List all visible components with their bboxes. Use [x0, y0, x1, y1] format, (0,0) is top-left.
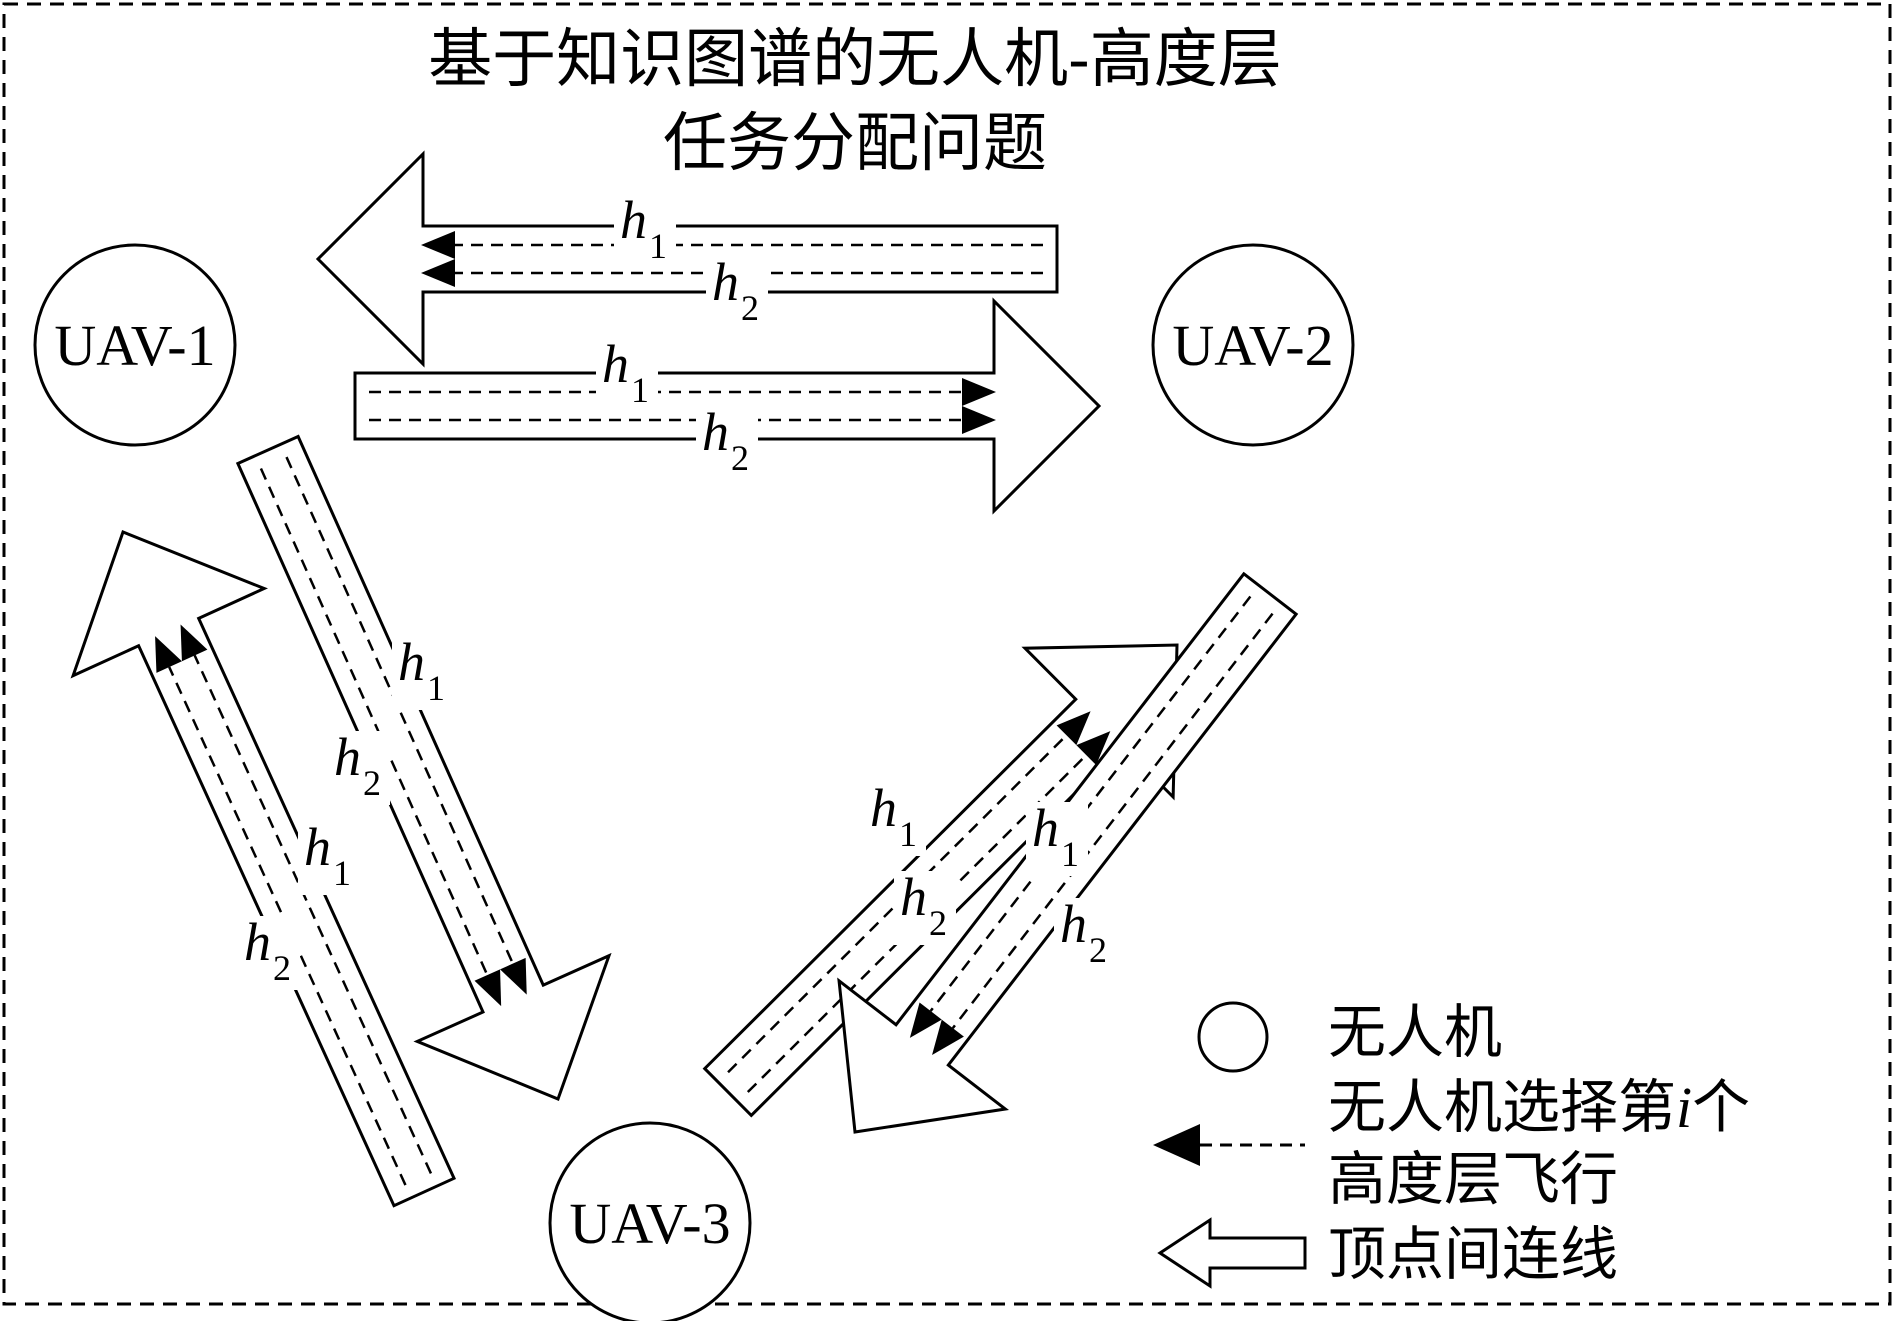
- label-knockout: [894, 871, 956, 945]
- altitude-arrowhead: [1056, 711, 1091, 746]
- label-h-base: h: [398, 632, 425, 692]
- arrows-layer: [70, 150, 1299, 1208]
- label-h-sub: 2: [731, 438, 749, 478]
- label-h-base: h: [1032, 798, 1059, 858]
- label-h-base: h: [602, 334, 629, 394]
- label-h-sub: 1: [631, 370, 649, 410]
- edge-block-arrow: [315, 150, 1059, 368]
- label-h2: h2: [1060, 894, 1107, 970]
- legend-choose-label: 无人机选择第i个: [1328, 1078, 1750, 1137]
- edge-block-arrow: [235, 434, 612, 1101]
- legend-choose-line2: 高度层飞行: [1328, 1145, 1619, 1213]
- label-h1: h1: [1032, 798, 1079, 874]
- legend-choose-prefix: 无人机选择第: [1328, 1073, 1677, 1141]
- altitude-arrowhead: [932, 1019, 964, 1056]
- label-knockout: [238, 916, 300, 990]
- label-knockout: [328, 731, 390, 805]
- label-h1: h1: [620, 190, 667, 266]
- label-h-base: h: [870, 778, 897, 838]
- label-h1: h1: [602, 334, 649, 410]
- label-h-sub: 1: [1061, 834, 1079, 874]
- label-h-sub: 2: [1089, 930, 1107, 970]
- node-uav2: UAV-2: [1151, 243, 1355, 447]
- label-h-base: h: [620, 190, 647, 250]
- label-h2: h2: [334, 727, 381, 803]
- label-knockout: [706, 256, 768, 330]
- altitude-dashed-line: [929, 595, 1252, 1012]
- diagram-title-line2: 任务分配问题: [663, 107, 1047, 181]
- edge-uav1-to-uav3: [235, 434, 612, 1101]
- legend-choose-suffix: 个: [1692, 1073, 1751, 1141]
- altitude-dashed-line: [951, 612, 1274, 1029]
- node-uav3: UAV-3: [548, 1121, 752, 1325]
- label-h-base: h: [1060, 894, 1087, 954]
- altitude-arrowhead: [180, 624, 208, 662]
- label-h-base: h: [244, 912, 271, 972]
- altitude-arrowhead: [962, 378, 996, 406]
- altitude-dashed-line: [285, 456, 514, 965]
- label-h-sub: 2: [741, 288, 759, 328]
- node-label: UAV-2: [1172, 313, 1333, 378]
- label-knockout: [614, 194, 676, 268]
- legend-uav-label: 无人机: [1328, 998, 1503, 1066]
- altitude-dashed-line: [193, 654, 433, 1174]
- edge-block-arrow: [70, 530, 457, 1208]
- altitude-arrowhead: [421, 259, 455, 287]
- label-knockout: [596, 338, 658, 412]
- node-label: UAV-3: [569, 1191, 730, 1256]
- legend-layer: [1153, 1001, 1307, 1289]
- diagram-title-line1: 基于知识图谱的无人机-高度层: [428, 23, 1282, 97]
- altitude-arrowhead: [1076, 731, 1111, 766]
- node-circle: [1151, 243, 1355, 447]
- legend-small-arrowhead: [1153, 1124, 1200, 1166]
- edge-uav2-to-uav1: [315, 150, 1059, 368]
- node-uav1: UAV-1: [33, 243, 237, 447]
- label-h-base: h: [712, 252, 739, 312]
- label-h-sub: 2: [273, 948, 291, 988]
- label-h-base: h: [702, 402, 729, 462]
- node-circle: [33, 243, 237, 447]
- label-knockout: [1054, 898, 1116, 972]
- altitude-arrowhead: [909, 1002, 942, 1038]
- label-h-sub: 2: [363, 763, 381, 803]
- legend-block-arrow: [1157, 1217, 1307, 1289]
- label-h-base: h: [304, 817, 331, 877]
- label-knockout: [298, 821, 360, 895]
- label-h-sub: 1: [333, 853, 351, 893]
- label-h-base: h: [334, 727, 361, 787]
- altitude-dashed-line: [259, 467, 489, 976]
- altitude-arrowhead: [962, 406, 996, 434]
- altitude-arrowhead: [474, 969, 502, 1007]
- altitude-arrowhead: [421, 231, 455, 259]
- label-h1: h1: [398, 632, 445, 708]
- legend-choose-var: i: [1676, 1075, 1693, 1140]
- label-h-base: h: [900, 867, 927, 927]
- label-h2: h2: [244, 912, 291, 988]
- label-knockout: [864, 782, 926, 856]
- label-knockout: [1026, 802, 1088, 876]
- label-h1: h1: [304, 817, 351, 893]
- label-h1: h1: [870, 778, 917, 854]
- label-knockout: [696, 406, 758, 480]
- label-h-sub: 2: [929, 903, 947, 943]
- altitude-arrowhead: [155, 636, 182, 673]
- legend-uav-circle: [1197, 1001, 1269, 1073]
- label-h2: h2: [712, 252, 759, 328]
- label-h-sub: 1: [427, 668, 445, 708]
- legend-edge-label: 顶点间连线: [1328, 1220, 1619, 1288]
- label-h2: h2: [702, 402, 749, 478]
- label-h-sub: 1: [649, 226, 667, 266]
- label-h-sub: 1: [899, 814, 917, 854]
- altitude-arrowhead: [500, 957, 527, 995]
- node-label: UAV-1: [54, 313, 215, 378]
- label-knockout: [392, 636, 454, 710]
- edge-uav3-to-uav1: [70, 530, 457, 1208]
- label-h2: h2: [900, 867, 947, 943]
